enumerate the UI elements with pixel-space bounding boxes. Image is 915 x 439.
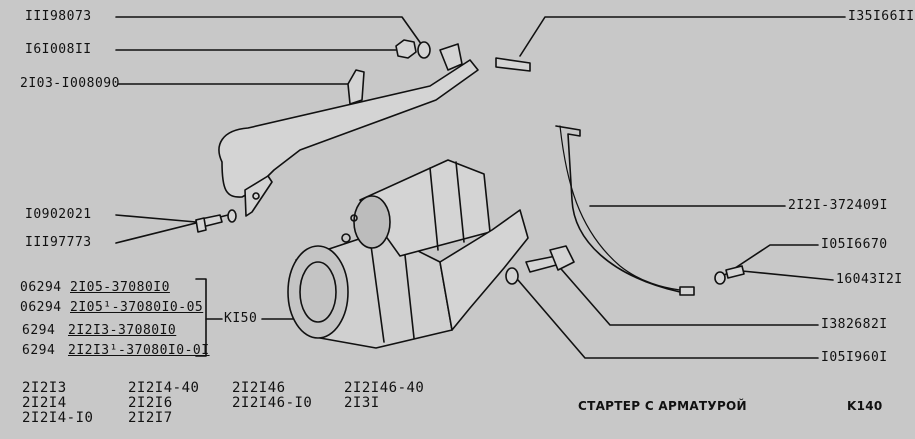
model-column: 2I2I46-40 2I3I bbox=[344, 381, 424, 411]
page-title: СТАРТЕР С АРМАТУРОЙ bbox=[578, 399, 747, 413]
leader-line bbox=[115, 214, 197, 223]
assembly-code: 06294 bbox=[20, 280, 62, 295]
assembly-bracket bbox=[195, 278, 207, 357]
model-column: 2I2I3 2I2I4 2I2I4-I0 bbox=[22, 381, 93, 426]
callout-label: I382682I bbox=[821, 317, 888, 332]
model-code: 2I2I6 bbox=[128, 395, 173, 411]
drive-housing bbox=[439, 209, 529, 331]
callout-label: III98073 bbox=[25, 9, 92, 24]
callout-label: I35I66II bbox=[848, 9, 915, 24]
model-code: 2I2I3 bbox=[22, 380, 67, 396]
leader-line bbox=[519, 16, 846, 57]
assembly-ref: KI50 bbox=[224, 311, 258, 326]
page-code: K140 bbox=[847, 399, 883, 413]
model-code: 2I2I46 bbox=[232, 380, 286, 396]
model-column: 2I2I46 2I2I46-I0 bbox=[232, 381, 312, 411]
model-code: 2I2I4 bbox=[22, 395, 67, 411]
assembly-part: 2I05-37080I0 bbox=[70, 280, 170, 295]
assembly-part: 2I05¹-37080I0-05 bbox=[70, 300, 204, 315]
model-code: 2I2I4-40 bbox=[128, 380, 200, 396]
assembly-part: 2I2I3¹-37080I0-0I bbox=[68, 343, 210, 358]
callout-label: I6I008II bbox=[25, 42, 92, 57]
callout-label: 2I03-I008090 bbox=[20, 76, 120, 91]
callout-label: I05I960I bbox=[821, 350, 888, 365]
model-code: 2I2I46-40 bbox=[344, 380, 425, 396]
callout-label: I0902021 bbox=[25, 207, 92, 222]
callout-label: I05I6670 bbox=[821, 237, 888, 252]
callout-label: 2I2I-372409I bbox=[788, 198, 888, 213]
model-code: 2I2I7 bbox=[128, 410, 173, 426]
callout-label: 16043I2I bbox=[836, 272, 903, 287]
model-code: 2I2I4-I0 bbox=[22, 410, 94, 426]
leader-line bbox=[517, 279, 819, 359]
assembly-code: 6294 bbox=[22, 323, 56, 338]
assembly-code: 06294 bbox=[20, 300, 62, 315]
model-code: 2I2I46-I0 bbox=[232, 395, 313, 411]
leader-line bbox=[115, 16, 425, 49]
leader-line bbox=[554, 261, 819, 326]
assembly-code: 6294 bbox=[22, 343, 56, 358]
model-code: 2I3I bbox=[344, 395, 380, 411]
callout-label: III97773 bbox=[25, 235, 92, 250]
battery-cable bbox=[555, 125, 691, 293]
model-column: 2I2I4-40 2I2I6 2I2I7 bbox=[128, 381, 199, 426]
bracket-plate bbox=[218, 59, 479, 198]
assembly-part: 2I2I3-37080I0 bbox=[68, 323, 177, 338]
leader-line bbox=[741, 270, 834, 281]
